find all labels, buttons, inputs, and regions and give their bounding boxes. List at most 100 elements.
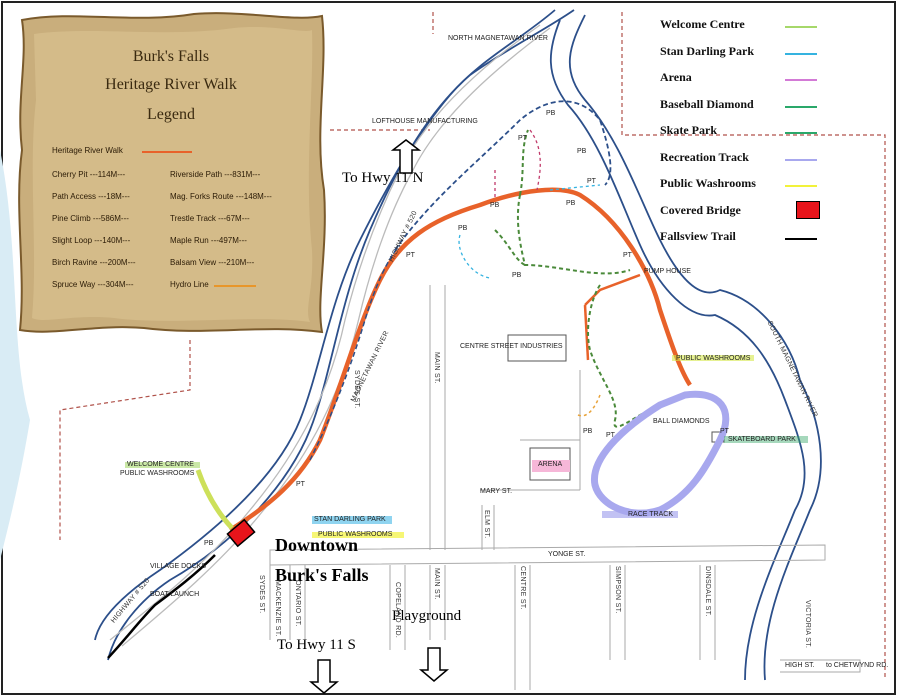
riverside-path-lower — [309, 244, 401, 461]
skateboard-park-label: SKATEBOARD PARK — [728, 436, 796, 443]
arrow-north — [390, 139, 422, 174]
north-river-label: NORTH MAGNETAWAN RIVER — [448, 35, 548, 42]
legend-slight-loop: Slight Loop ---140M--- — [52, 236, 131, 245]
centre-st-label: CENTRE ST. — [519, 566, 526, 610]
legend-birch-ravine: Birch Ravine ---200M--- — [52, 258, 136, 267]
property-boundaries — [59, 12, 886, 680]
arena-label: ARENA — [538, 461, 563, 468]
main-st-label: MAIN ST. — [433, 352, 440, 384]
right-legend-swatch — [785, 185, 817, 187]
ball-diamonds-label: BALL DIAMONDS — [653, 418, 710, 425]
right-legend-label: Covered Bridge — [660, 202, 741, 217]
mackenzie-st-label: MACKENZIE ST. — [274, 580, 281, 637]
legend-cherry-pit: Cherry Pit ---114M--- — [52, 170, 126, 179]
race-track-highlight — [602, 511, 678, 518]
hydro-line-segment — [583, 304, 590, 361]
boat-launch-label: BOAT LAUNCH — [150, 591, 200, 598]
skate-park-highlight — [724, 436, 808, 443]
right-legend-label: Arena — [660, 70, 692, 84]
elm-st-label: ELM ST. — [483, 510, 490, 539]
balsam-view-trail — [458, 234, 491, 279]
legend-hydro-line: Hydro Line — [170, 280, 209, 289]
pt-marker: PT — [606, 432, 615, 439]
victoria-st-label: VICTORIA ST. — [804, 600, 811, 649]
right-legend-label: Recreation Track — [660, 149, 749, 164]
pb-marker: PB — [204, 540, 214, 547]
arrow-south — [308, 659, 340, 694]
legend-spruce-way: Spruce Way ---304M--- — [52, 280, 134, 289]
copeland-rd-label: COPELAND RD. — [394, 582, 401, 639]
track-washroom-highlight — [672, 355, 754, 361]
cherry-pit-trail — [494, 129, 541, 200]
right-legend-label: Baseball Diamond — [660, 96, 754, 111]
pb-marker: PB — [566, 200, 576, 207]
right-legend-label: Stan Darling Park — [660, 43, 755, 58]
stan-darling-park-highlight — [312, 516, 392, 524]
highway — [109, 24, 551, 647]
right-legend-label: Fallsview Trail — [660, 229, 736, 243]
washrooms-highlight — [312, 532, 404, 538]
pump-house-label: PUMP HOUSE — [644, 268, 691, 275]
pt-marker: PT — [406, 252, 415, 259]
pt-marker: PT — [623, 252, 632, 259]
public-washrooms-park-label: PUBLIC WASHROOMS — [318, 531, 393, 538]
welcome-centre-label-bg — [125, 462, 200, 468]
arena-highlight — [532, 460, 570, 472]
legend-hydro-swatch — [214, 285, 256, 287]
race-track-label: RACE TRACK — [628, 511, 673, 518]
village-docks-label: VILLAGE DOCKS — [150, 563, 207, 570]
downtown-label: Downtown — [275, 535, 359, 555]
chetwynd-label: to CHETWYND RD. — [826, 662, 889, 669]
mary-st-label: MARY ST. — [480, 488, 513, 495]
pb-marker: PB — [458, 225, 468, 232]
recreation-track — [590, 390, 730, 517]
legend-heritage-swatch — [142, 151, 192, 153]
yonge-st-label: YONGE ST. — [548, 551, 586, 558]
right-legend-swatch — [785, 26, 817, 28]
right-legend-swatch — [785, 158, 817, 161]
lofthouse-label: LOFTHOUSE MANUFACTURING — [372, 118, 478, 125]
pb-marker: PB — [512, 272, 522, 279]
stan-darling-park-label: STAN DARLING PARK — [314, 516, 386, 523]
right-legend-swatch — [785, 79, 817, 81]
simpson-st-label: SIMPSON ST. — [614, 566, 621, 614]
legend-pine-climb: Pine Climb ---586M--- — [52, 214, 129, 223]
parchment-bg — [18, 12, 326, 334]
pt-marker: PT — [518, 135, 527, 142]
arrows — [308, 139, 450, 694]
public-washrooms-wc-label: PUBLIC WASHROOMS — [120, 470, 195, 477]
water-edge — [0, 150, 30, 560]
pb-marker: PB — [546, 110, 556, 117]
sydes-st-south-label: SYDES ST. — [258, 575, 265, 614]
dinsdale-st-label: DINSDALE ST. — [704, 566, 711, 617]
legend-balsam-view: Balsam View ---210M--- — [170, 258, 255, 267]
pb-marker: PB — [490, 202, 500, 209]
right-legend-swatch — [785, 52, 817, 55]
rivers — [94, 9, 822, 681]
right-legend-swatch — [785, 105, 817, 108]
legend-trestle: Trestle Track ---67M--- — [170, 214, 250, 223]
legend-riverside: Riverside Path ---831M--- — [170, 170, 261, 179]
arrow-playground — [418, 647, 450, 682]
pb-marker: PB — [583, 428, 593, 435]
covered-bridge — [226, 518, 256, 548]
to-hwy-north-label: To Hwy 11 N — [342, 170, 424, 186]
right-legend-swatch — [785, 132, 817, 134]
right-legend-swatch — [796, 200, 820, 219]
to-hwy-south-label: To Hwy 11 S — [277, 637, 356, 653]
burks-falls-label: Burk's Falls — [275, 565, 369, 585]
legend-title-town: Burk's Falls — [132, 48, 210, 65]
legend-title-legend: Legend — [147, 106, 195, 123]
pb-marker: PB — [577, 148, 587, 155]
pt-marker: PT — [296, 481, 305, 488]
legend-maple-run: Maple Run ---497M--- — [170, 236, 247, 245]
legend-path-access: Path Access ---18M--- — [52, 192, 130, 201]
pt-marker: PT — [587, 178, 596, 185]
legend-mag-forks: Mag. Forks Route ---148M--- — [170, 192, 272, 201]
heritage-river-walk — [228, 187, 692, 532]
slight-loop-trail — [549, 184, 601, 191]
right-legend-label: Skate Park — [660, 123, 717, 137]
legend-scroll: Burk's Falls Heritage River Walk Legend … — [14, 10, 328, 338]
ontario-st-label: ONTARIO ST. — [294, 580, 301, 627]
